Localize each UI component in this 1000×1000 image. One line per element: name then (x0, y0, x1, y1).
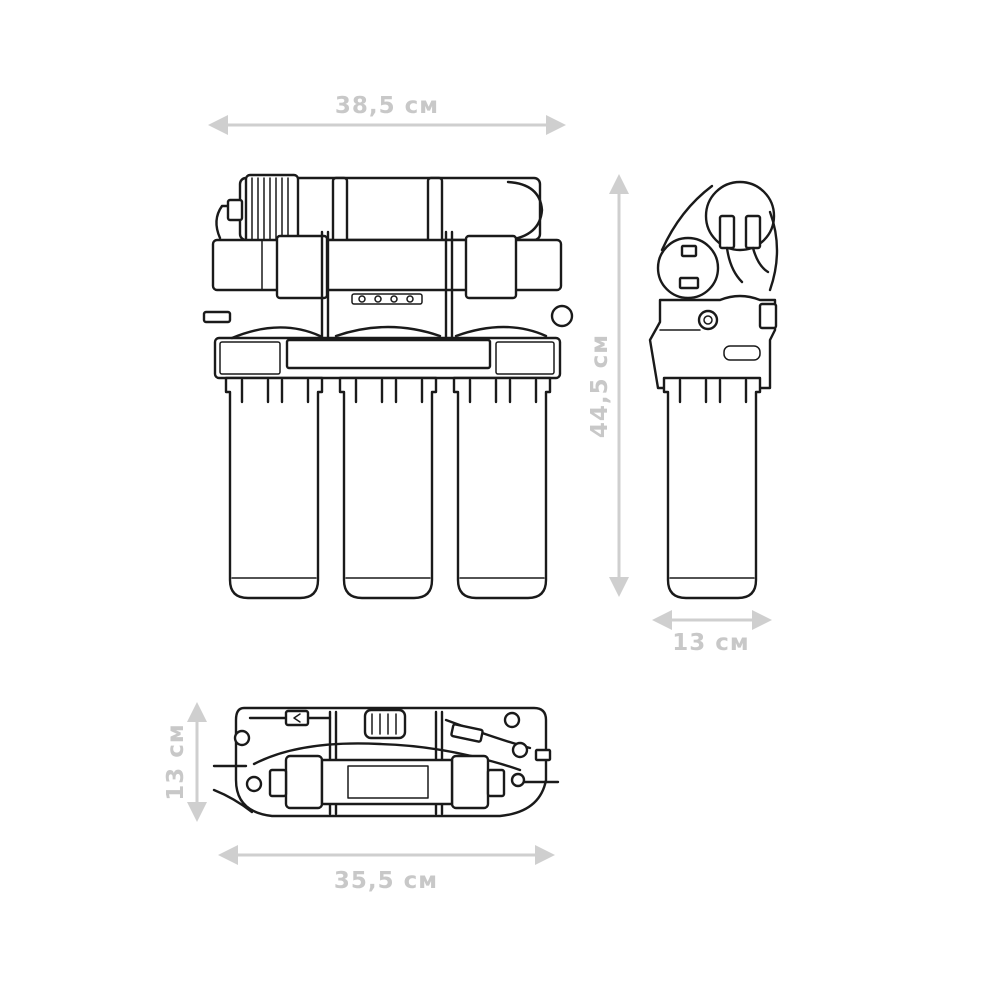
side-view (648, 180, 779, 600)
dim-front-height: 44,5 см (587, 174, 629, 597)
dim-side-depth: 13 см (652, 610, 772, 656)
front-view (202, 173, 574, 600)
front-cartridge-1 (224, 376, 324, 600)
front-cartridge-2 (338, 376, 438, 600)
top-depth-label: 13 см (163, 723, 189, 800)
front-width-label: 38,5 см (335, 93, 439, 119)
dim-top-depth: 13 см (163, 702, 207, 822)
top-width-label: 35,5 см (334, 868, 438, 894)
top-view (212, 706, 560, 818)
dim-top-width: 35,5 см (218, 845, 555, 894)
side-depth-label: 13 см (672, 630, 749, 656)
front-height-label: 44,5 см (587, 334, 613, 438)
dim-front-width: 38,5 см (208, 93, 566, 135)
front-cartridge-3 (452, 376, 552, 600)
